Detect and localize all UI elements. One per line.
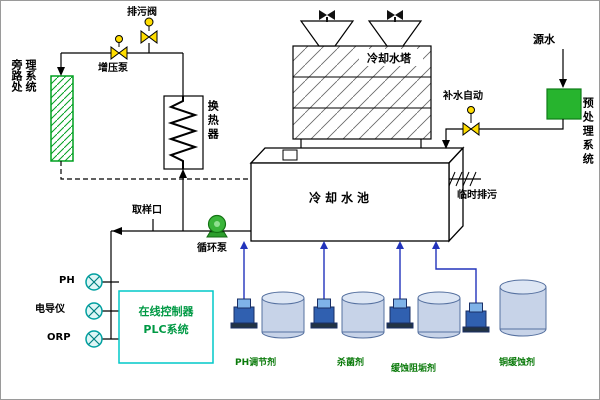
dosing-pump bbox=[462, 302, 490, 333]
chemical-tank bbox=[341, 291, 385, 339]
fan-icon bbox=[387, 10, 403, 22]
pretreatment-box bbox=[546, 88, 582, 120]
dosing-lines bbox=[243, 246, 477, 303]
bypass-treatment-box bbox=[50, 75, 74, 162]
label-bypass-system: 旁路处理系统 bbox=[10, 59, 37, 92]
label-makeup-auto: 补水自动 bbox=[443, 91, 483, 102]
pool-front-face bbox=[250, 162, 450, 242]
dosing-pump bbox=[310, 298, 338, 329]
drain-valve bbox=[140, 17, 158, 44]
heat-exchanger-coil bbox=[167, 96, 199, 169]
label-booster-pump: 增压泵 bbox=[98, 63, 128, 74]
ph-sensor-icon bbox=[85, 273, 103, 291]
cooling-tower bbox=[292, 10, 432, 148]
chemical-tank bbox=[499, 279, 547, 337]
label-sampling-port: 取样口 bbox=[132, 205, 162, 216]
label-chem-copper: 铜缓蚀剂 bbox=[499, 358, 536, 368]
plc-label-line1: 在线控制器 bbox=[138, 305, 194, 318]
label-circulation-pump: 循环泵 bbox=[197, 243, 227, 254]
label-heat-exchanger: 换热器 bbox=[206, 100, 220, 142]
flow-arrows bbox=[57, 67, 567, 235]
makeup-valve bbox=[462, 106, 480, 136]
label-drain-valve: 排污阀 bbox=[127, 7, 157, 18]
label-pretreatment-system: 预处理系统 bbox=[581, 97, 595, 167]
tower-hopper-left bbox=[299, 20, 355, 47]
chemical-tank bbox=[417, 291, 461, 339]
plc-label-line2: PLC系统 bbox=[143, 323, 189, 336]
label-temporary-blowdown: 临时排污 bbox=[457, 190, 497, 201]
circulation-pump-icon bbox=[206, 214, 228, 238]
label-chem-inhibitor: 缓蚀阻垢剂 bbox=[391, 364, 437, 374]
label-source-water: 源水 bbox=[533, 33, 555, 46]
booster-pump-valve bbox=[110, 35, 128, 60]
label-ph: PH bbox=[59, 275, 75, 286]
label-conductivity: 电导仪 bbox=[35, 304, 65, 315]
label-orp: ORP bbox=[47, 332, 71, 343]
dosing-arrows bbox=[240, 241, 440, 249]
orp-sensor-icon bbox=[85, 330, 103, 348]
chemical-tank bbox=[261, 291, 305, 339]
tower-legs bbox=[300, 139, 422, 148]
tower-label-bg bbox=[359, 49, 423, 66]
label-cooling-tower: 冷却水塔 bbox=[367, 52, 411, 65]
plc-box bbox=[118, 290, 214, 364]
sensor-icons bbox=[85, 273, 103, 348]
label-cooling-pool: 冷却水池 bbox=[309, 191, 374, 205]
dosing-pump bbox=[386, 298, 414, 329]
heat-exchanger bbox=[163, 95, 204, 170]
tower-dividers bbox=[293, 76, 431, 109]
bypass-dashed-line bbox=[60, 161, 251, 180]
dosing-pump bbox=[230, 298, 258, 329]
label-chem-biocide: 杀菌剂 bbox=[337, 358, 365, 368]
cooling-pool bbox=[249, 146, 465, 243]
conductivity-sensor-icon bbox=[85, 302, 103, 320]
tower-hopper-right bbox=[367, 20, 423, 47]
fan-icon bbox=[319, 10, 335, 22]
temp-blowdown-hatch bbox=[448, 171, 477, 187]
pool-inlet bbox=[282, 149, 298, 161]
label-chem-ph: PH调节剂 bbox=[235, 358, 277, 368]
